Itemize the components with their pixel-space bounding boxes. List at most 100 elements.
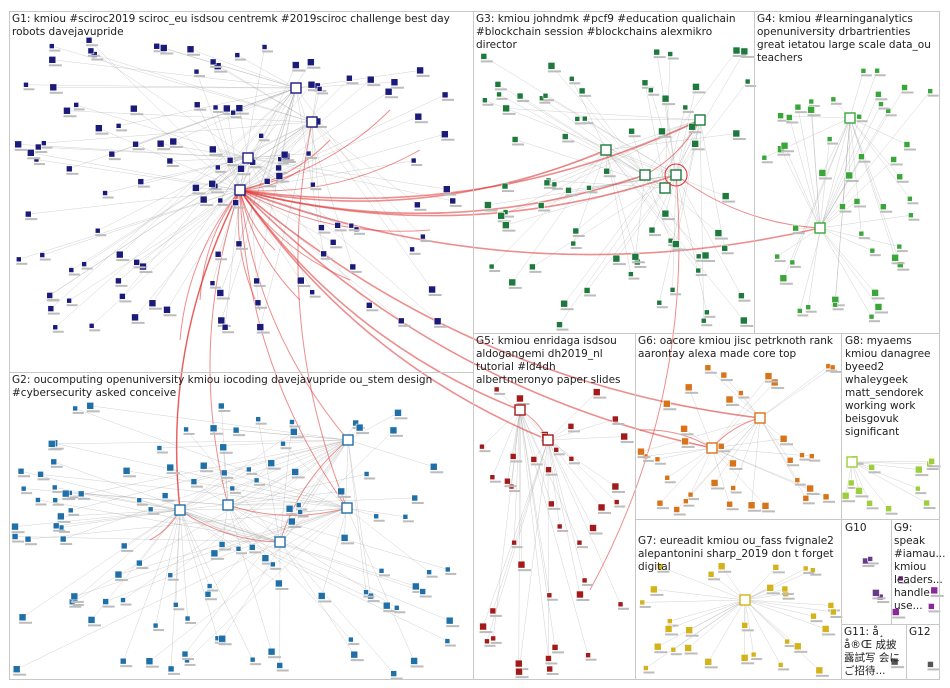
node-g6 <box>704 364 717 374</box>
node-g6 <box>794 477 806 486</box>
hub-node-g5 <box>542 434 554 446</box>
edge <box>215 107 241 191</box>
edge <box>672 174 677 290</box>
node-g3 <box>502 221 516 232</box>
hub-node-g3 <box>659 182 671 194</box>
group-box-g6 <box>635 333 842 520</box>
node-g1 <box>261 44 274 53</box>
node-g1 <box>81 261 93 270</box>
edge <box>252 87 297 163</box>
hub-node-g1 <box>242 152 254 164</box>
hub-node-g8 <box>846 456 858 468</box>
node-g1 <box>192 184 206 195</box>
node-g4 <box>779 274 793 285</box>
edge <box>819 201 858 229</box>
edge <box>186 507 348 661</box>
node-g3 <box>565 187 578 197</box>
edge <box>179 508 290 511</box>
node-g5 <box>576 539 588 549</box>
edge <box>190 49 297 89</box>
edge <box>239 116 419 191</box>
edge <box>519 409 556 648</box>
edge <box>819 94 879 229</box>
node-g1 <box>414 112 428 124</box>
edge <box>170 439 349 576</box>
node-g1 <box>119 293 132 303</box>
node-g1 <box>133 259 146 269</box>
edge <box>203 465 348 509</box>
edge <box>644 174 699 257</box>
edge <box>227 504 382 572</box>
edge <box>260 121 313 328</box>
node-g1 <box>280 150 295 162</box>
edge <box>744 599 788 642</box>
edge <box>179 480 257 511</box>
node-g1 <box>390 78 404 89</box>
edge <box>152 157 249 304</box>
edge-highlight <box>239 189 349 441</box>
node-g6 <box>726 500 739 511</box>
node-g4 <box>896 173 909 183</box>
edge <box>122 439 349 601</box>
node-g5 <box>509 453 523 463</box>
node-g2 <box>156 445 168 454</box>
node-g2 <box>419 588 432 598</box>
edge <box>291 439 349 522</box>
node-g2 <box>59 535 73 546</box>
edge <box>90 50 249 159</box>
node-g2 <box>267 647 282 659</box>
edge <box>675 126 693 176</box>
node-g2 <box>204 590 217 601</box>
node-g4 <box>777 112 790 122</box>
edge <box>179 509 387 606</box>
edge <box>239 91 389 191</box>
edge <box>842 117 851 207</box>
node-g3 <box>721 192 736 203</box>
edge <box>586 187 666 291</box>
group-label-g4: G4: kmiou #learninganalytics openunivers… <box>757 13 935 64</box>
edge <box>759 365 829 419</box>
node-g2 <box>297 509 309 518</box>
node-g4 <box>805 304 817 313</box>
node-g1 <box>132 140 145 151</box>
edge <box>75 408 348 509</box>
node-g1 <box>410 157 423 167</box>
group-label-g8: G8: myaems kmiou danagree byeed2 whaleyg… <box>845 335 934 438</box>
node-g2 <box>289 419 301 428</box>
node-g2 <box>50 458 63 468</box>
edge <box>819 227 873 251</box>
node-g7 <box>810 612 823 623</box>
node-g3 <box>568 76 581 85</box>
node-g2 <box>393 604 406 614</box>
edge-highlight <box>239 189 761 419</box>
edge <box>744 599 826 630</box>
edge <box>224 189 241 328</box>
edge <box>507 409 521 482</box>
edge <box>721 417 761 447</box>
edge <box>789 117 821 229</box>
hub-node-g2 <box>222 499 234 511</box>
edge <box>56 509 181 527</box>
node-g2 <box>285 504 300 516</box>
node-g4 <box>903 141 916 151</box>
edge <box>179 509 218 639</box>
node-g6 <box>829 364 842 373</box>
node-g1 <box>166 157 179 167</box>
node-g1 <box>216 289 230 300</box>
node-g5 <box>489 607 502 617</box>
hub-node-g4 <box>844 112 856 124</box>
edge <box>279 541 394 674</box>
edge <box>139 509 181 564</box>
node-g4 <box>789 259 801 268</box>
node-g5 <box>611 482 625 493</box>
edge <box>661 119 701 132</box>
edge <box>300 507 348 513</box>
node-g6 <box>730 485 742 494</box>
node-g1 <box>137 178 150 188</box>
node-g4 <box>860 68 872 77</box>
node-g4 <box>891 253 905 265</box>
node-g6 <box>786 456 800 467</box>
node-g5 <box>546 665 559 676</box>
node-g5 <box>546 592 558 601</box>
